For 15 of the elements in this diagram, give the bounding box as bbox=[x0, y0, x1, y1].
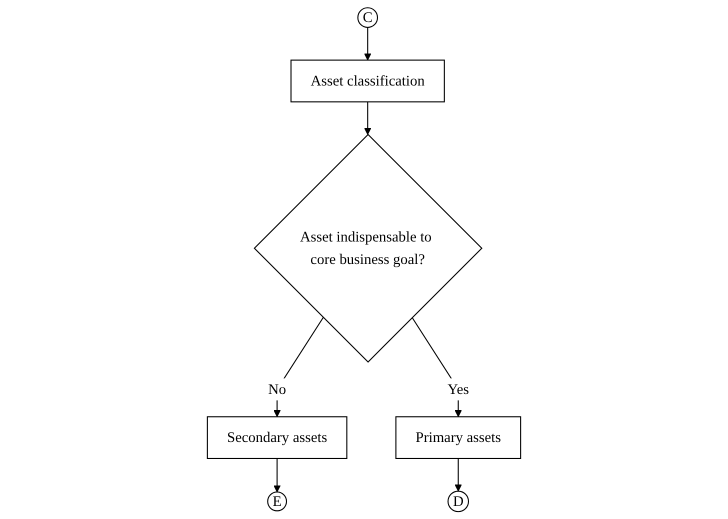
edge-label: No bbox=[268, 380, 286, 398]
node-circle: C bbox=[357, 7, 378, 28]
arrow bbox=[454, 458, 462, 492]
node-circle: D bbox=[448, 490, 470, 512]
arrow bbox=[274, 458, 281, 492]
arrow bbox=[412, 317, 462, 418]
node-box: Primary assets bbox=[395, 416, 522, 459]
edge-label: Yes bbox=[448, 380, 469, 398]
node-box: Asset classification bbox=[290, 60, 445, 102]
node-box: Secondary assets bbox=[206, 416, 348, 459]
node-diamond: Asset indispensable to core business goal? bbox=[254, 134, 483, 363]
arrow bbox=[364, 102, 372, 135]
arrow bbox=[364, 27, 372, 60]
node-circle: E bbox=[267, 491, 288, 512]
arrow bbox=[274, 317, 324, 418]
